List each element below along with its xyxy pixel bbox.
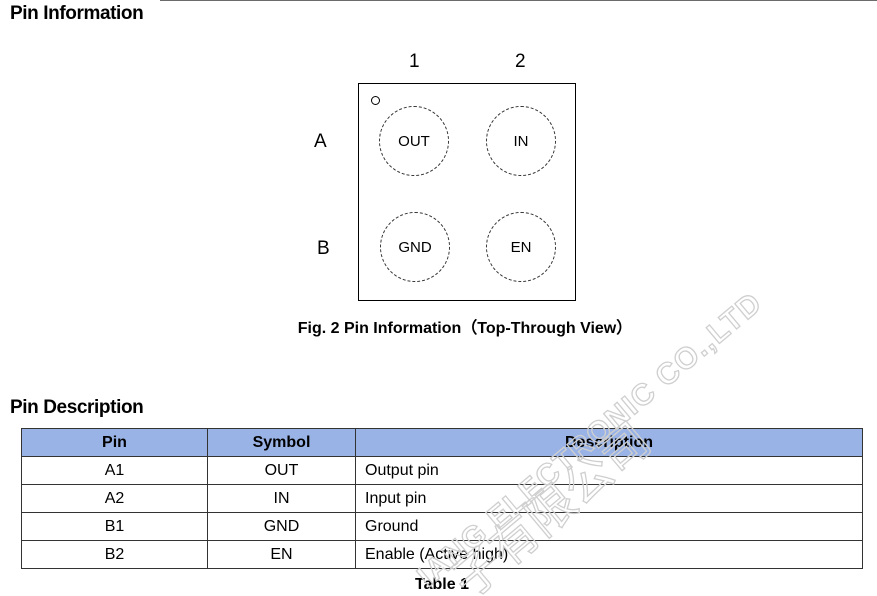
cell-description: Enable (Active high) [355, 540, 863, 569]
pin-b2: EN [486, 212, 556, 282]
header-symbol: Symbol [207, 428, 356, 457]
cell-pin: B2 [21, 540, 208, 569]
table-row: B1 GND Ground [21, 512, 863, 541]
cell-symbol: IN [207, 484, 356, 513]
table-row: B2 EN Enable (Active high) [21, 540, 863, 569]
table-row: A1 OUT Output pin [21, 456, 863, 485]
cell-description: Input pin [355, 484, 863, 513]
cell-symbol: EN [207, 540, 356, 569]
pin-a2: IN [486, 106, 556, 176]
table-header-row: Pin Symbol Description [21, 428, 863, 457]
cell-symbol: OUT [207, 456, 356, 485]
figure-caption: Fig. 2 Pin Information（Top-Through View） [297, 320, 633, 337]
cell-symbol: GND [207, 512, 356, 541]
cell-pin: A2 [21, 484, 208, 513]
column-label-1: 1 [409, 51, 420, 72]
top-rule [160, 0, 877, 1]
cell-description: Output pin [355, 456, 863, 485]
pin-a1: OUT [379, 106, 449, 176]
column-label-2: 2 [515, 51, 526, 72]
row-label-b: B [317, 238, 330, 259]
header-pin: Pin [21, 428, 208, 457]
cell-description: Ground [355, 512, 863, 541]
header-description: Description [355, 428, 863, 457]
row-label-a: A [314, 131, 327, 152]
pin-information-title: Pin Information [10, 3, 144, 24]
pin-description-title: Pin Description [10, 397, 144, 418]
pin-description-table: Pin Symbol Description A1 OUT Output pin… [21, 428, 863, 569]
table-caption: Table 1 [415, 576, 469, 593]
pin1-marker [371, 96, 380, 105]
package-outline: OUT IN GND EN [358, 83, 576, 301]
cell-pin: A1 [21, 456, 208, 485]
pin-b1: GND [380, 212, 450, 282]
cell-pin: B1 [21, 512, 208, 541]
table-row: A2 IN Input pin [21, 484, 863, 513]
